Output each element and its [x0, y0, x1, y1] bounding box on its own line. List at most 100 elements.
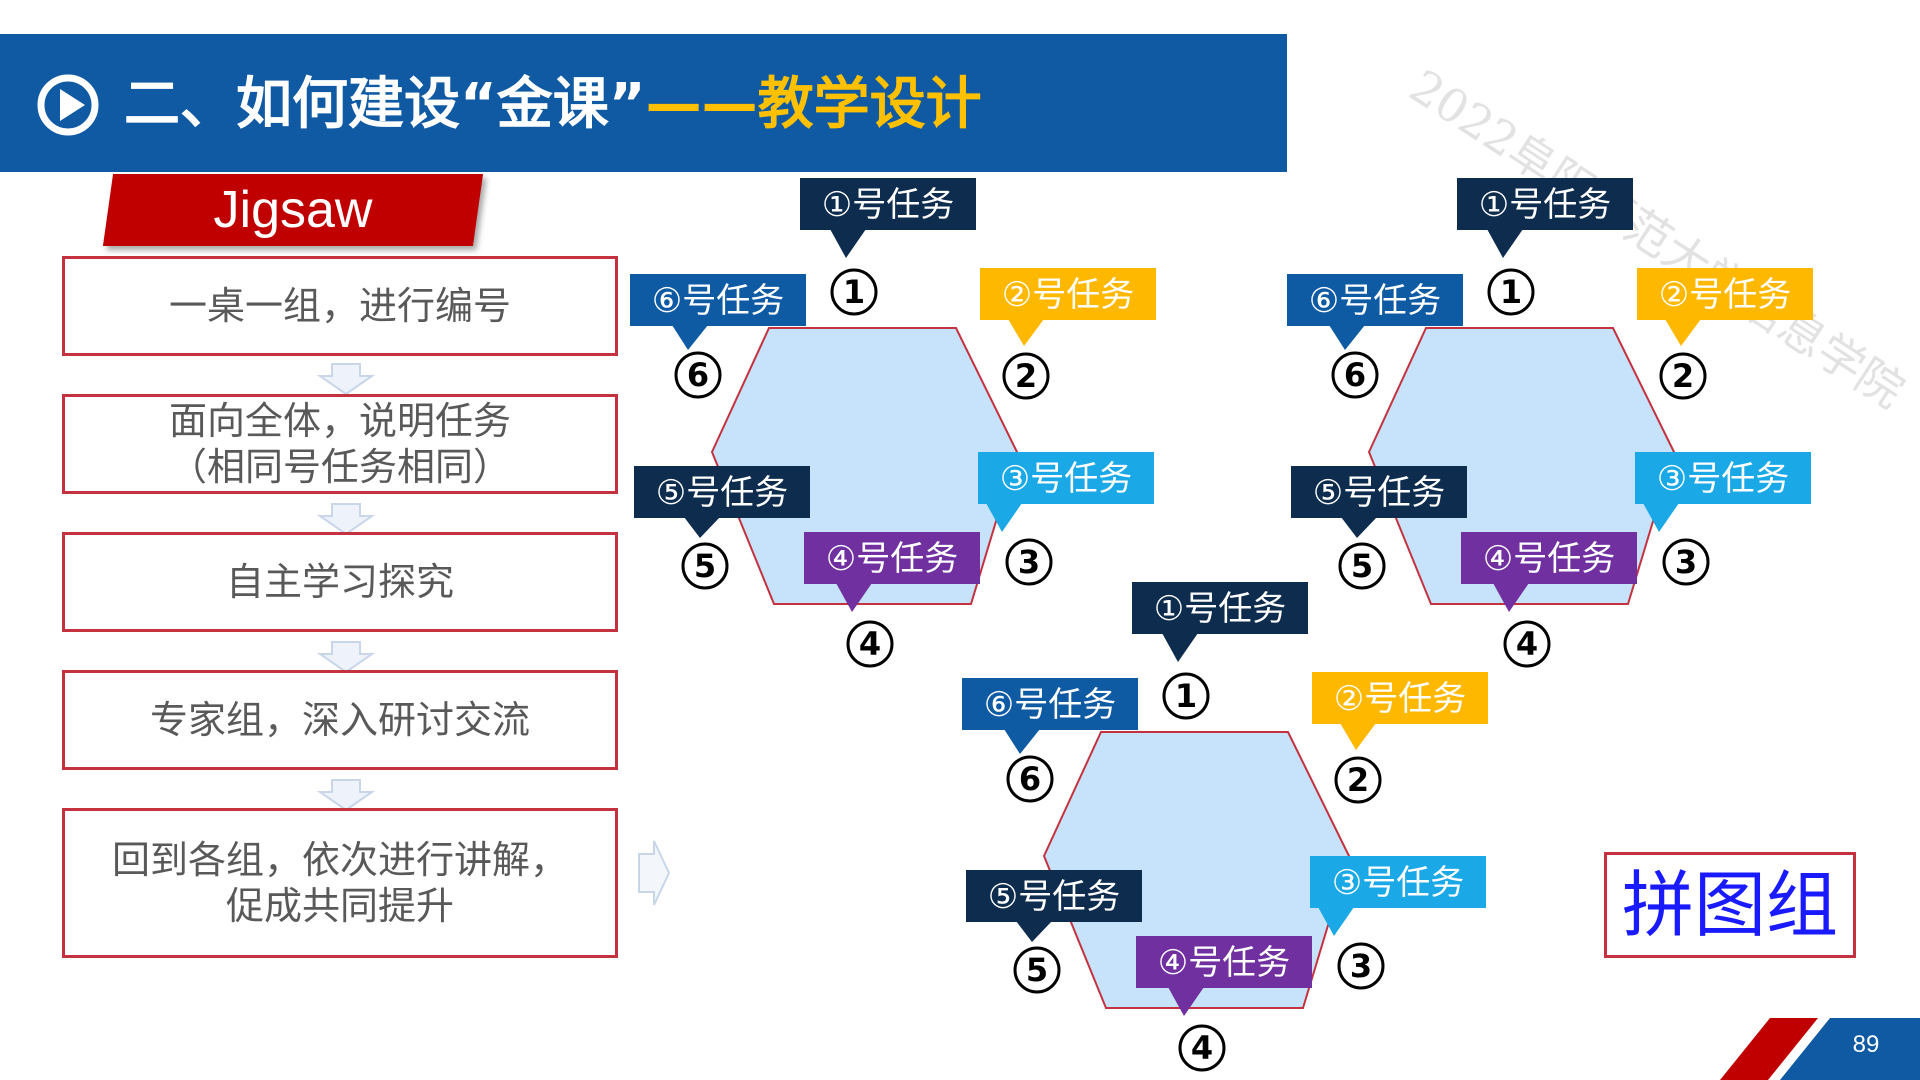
task-callout-3: [1635, 452, 1811, 504]
step-text-1: 一桌一组，进行编号: [168, 284, 511, 328]
task-callout-tail-2: [1665, 319, 1701, 346]
task-callout-3: [1310, 856, 1486, 908]
step-text-5: 回到各组，依次进行讲解， 促成共同提升: [111, 838, 568, 928]
task-label-3: ③号任务: [1657, 459, 1789, 499]
task-callout-2: [1637, 268, 1813, 320]
task-callout-3: [978, 452, 1154, 504]
down-arrow-icon: [316, 503, 376, 536]
step-box-2: 面向全体，说明任务 （相同号任务相同）: [62, 394, 618, 494]
task-label-2: ②号任务: [1334, 679, 1466, 719]
seat-circle-6: [674, 351, 722, 399]
task-label-3: ③号任务: [1000, 459, 1132, 499]
task-callout-4: [1461, 532, 1637, 584]
task-callout-1: [1457, 178, 1633, 230]
seat-circle-2: [1002, 352, 1050, 400]
seat-number-2: 2: [1672, 357, 1694, 395]
task-callout-1: [1132, 582, 1308, 634]
task-callout-tail-5: [1016, 921, 1052, 942]
task-callout-tail-3: [1318, 907, 1354, 936]
seat-circle-4: [1503, 620, 1551, 668]
seat-number-5: 5: [1351, 547, 1373, 585]
seat-circle-2: [1659, 352, 1707, 400]
page-number: 89: [1852, 1031, 1880, 1058]
task-callout-6: [1287, 274, 1463, 326]
seat-circle-1: [1162, 672, 1210, 720]
task-label-5: ⑤号任务: [1313, 473, 1445, 513]
seat-circle-3: [1337, 942, 1385, 990]
seat-circle-4: [1178, 1024, 1226, 1072]
task-callout-5: [966, 870, 1142, 922]
task-callout-tail-4: [1168, 987, 1204, 1016]
jigsaw-group-label: 拼图组: [1604, 852, 1856, 958]
seat-number-6: 6: [1344, 356, 1366, 394]
seat-circle-3: [1662, 538, 1710, 586]
down-arrow-icon: [316, 641, 376, 674]
task-label-6: ⑥号任务: [652, 281, 784, 321]
seat-circle-1: [1487, 268, 1535, 316]
task-label-6: ⑥号任务: [1309, 281, 1441, 321]
step-box-3: 自主学习探究: [62, 532, 618, 632]
seat-number-1: 1: [1175, 677, 1197, 715]
seat-number-3: 3: [1350, 947, 1372, 985]
task-callout-4: [804, 532, 980, 584]
task-callout-tail-6: [672, 325, 708, 350]
task-label-6: ⑥号任务: [984, 685, 1116, 725]
task-label-5: ⑤号任务: [988, 877, 1120, 917]
seat-number-3: 3: [1018, 543, 1040, 581]
step-text-4: 专家组，深入研讨交流: [149, 698, 530, 742]
task-callout-tail-6: [1004, 729, 1040, 754]
step-box-1: 一桌一组，进行编号: [62, 256, 618, 356]
task-callout-tail-1: [1162, 633, 1198, 662]
task-label-2: ②号任务: [1002, 275, 1134, 315]
task-callout-6: [630, 274, 806, 326]
title-bar: [0, 34, 1287, 172]
seat-circle-6: [1006, 755, 1054, 803]
title-main: 二、如何建设“金课”: [124, 72, 646, 137]
task-callout-4: [1136, 936, 1312, 988]
step-box-5: 回到各组，依次进行讲解， 促成共同提升: [62, 808, 618, 958]
jigsaw-label: Jigsaw: [213, 181, 373, 239]
task-callout-tail-5: [684, 517, 720, 538]
step-box-4: 专家组，深入研讨交流: [62, 670, 618, 770]
seat-number-2: 2: [1015, 357, 1037, 395]
task-callout-tail-3: [986, 503, 1022, 532]
down-arrow-icon: [316, 779, 376, 812]
task-callout-2: [1312, 672, 1488, 724]
task-label-5: ⑤号任务: [656, 473, 788, 513]
task-callout-tail-1: [1487, 229, 1523, 258]
task-callout-5: [634, 466, 810, 518]
task-label-4: ④号任务: [1158, 943, 1290, 983]
seat-circle-1: [830, 268, 878, 316]
task-callout-tail-1: [830, 229, 866, 258]
task-callout-1: [800, 178, 976, 230]
right-arrow-icon: [638, 840, 671, 906]
step-text-2: 面向全体，说明任务 （相同号任务相同）: [168, 399, 511, 489]
task-callout-tail-4: [836, 583, 872, 612]
title-sub: ——教学设计: [645, 72, 982, 137]
task-callout-tail-6: [1329, 325, 1365, 350]
task-label-4: ④号任务: [1483, 539, 1615, 579]
task-callout-tail-2: [1008, 319, 1044, 346]
seat-number-1: 1: [843, 273, 865, 311]
task-label-1: ①号任务: [822, 185, 954, 225]
task-callout-tail-3: [1643, 503, 1679, 532]
task-callout-6: [962, 678, 1138, 730]
task-label-2: ②号任务: [1659, 275, 1791, 315]
seat-number-1: 1: [1500, 273, 1522, 311]
seat-number-2: 2: [1347, 761, 1369, 799]
task-callout-tail-5: [1341, 517, 1377, 538]
down-arrow-icon: [316, 363, 376, 396]
step-text-3: 自主学习探究: [225, 560, 454, 604]
seat-number-5: 5: [1026, 951, 1048, 989]
seat-circle-4: [846, 620, 894, 668]
seat-number-3: 3: [1675, 543, 1697, 581]
seat-circle-3: [1005, 538, 1053, 586]
task-label-1: ①号任务: [1154, 589, 1286, 629]
seat-number-4: 4: [1191, 1029, 1213, 1067]
seat-circle-6: [1331, 351, 1379, 399]
seat-circle-5: [1338, 542, 1386, 590]
